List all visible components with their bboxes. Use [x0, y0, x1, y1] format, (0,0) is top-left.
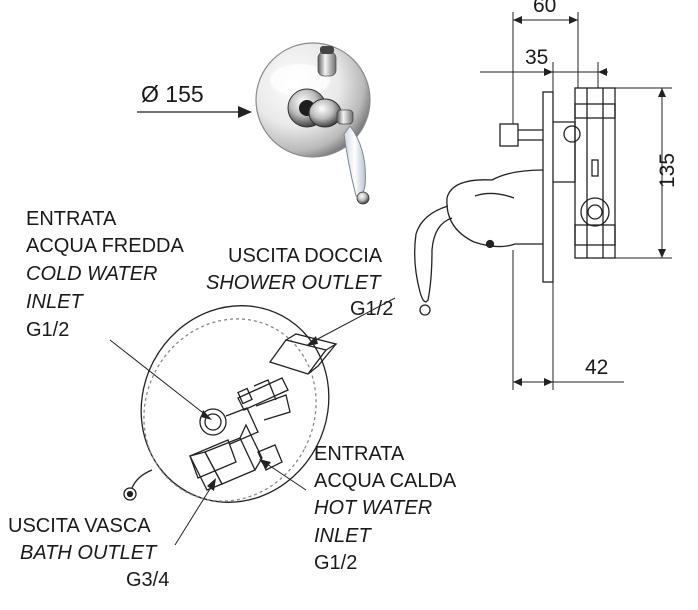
dimension-depth-handle: 42	[585, 356, 609, 379]
dimension-depth-body: 35	[525, 46, 549, 69]
label-cold-inlet-en: COLD WATER	[26, 263, 158, 285]
label-hot-inlet-it2: ACQUA CALDA	[314, 470, 457, 492]
dimension-height: 135	[656, 152, 679, 188]
dimension-lines	[480, 12, 672, 390]
label-bath-outlet-en: BATH OUTLET	[20, 542, 157, 564]
label-shower-outlet-en: SHOWER OUTLET	[206, 272, 381, 294]
label-bath-outlet-thread: G3/4	[126, 569, 170, 591]
diameter-label: Ø 155	[141, 81, 204, 107]
label-cold-inlet-en2: INLET	[26, 291, 83, 313]
diameter-leader	[137, 106, 252, 118]
label-cold-inlet-thread: G1/2	[26, 319, 70, 341]
rear-view	[123, 305, 338, 503]
side-view	[414, 87, 616, 316]
leader-lines	[109, 297, 396, 546]
product-photo	[255, 42, 371, 205]
label-hot-inlet-en2: INLET	[314, 525, 371, 547]
label-hot-inlet-it: ENTRATA	[314, 443, 405, 465]
label-hot-inlet-thread: G1/2	[314, 552, 358, 574]
dimension-width-total: 60	[533, 0, 557, 17]
label-cold-inlet-it2: ACQUA FREDDA	[26, 235, 184, 257]
label-shower-outlet-thread: G1/2	[350, 298, 394, 320]
label-bath-outlet-it: USCITA VASCA	[8, 515, 151, 537]
label-cold-inlet-it: ENTRATA	[26, 208, 117, 230]
label-shower-outlet-it: USCITA DOCCIA	[228, 245, 383, 267]
label-hot-inlet-en: HOT WATER	[314, 497, 433, 519]
